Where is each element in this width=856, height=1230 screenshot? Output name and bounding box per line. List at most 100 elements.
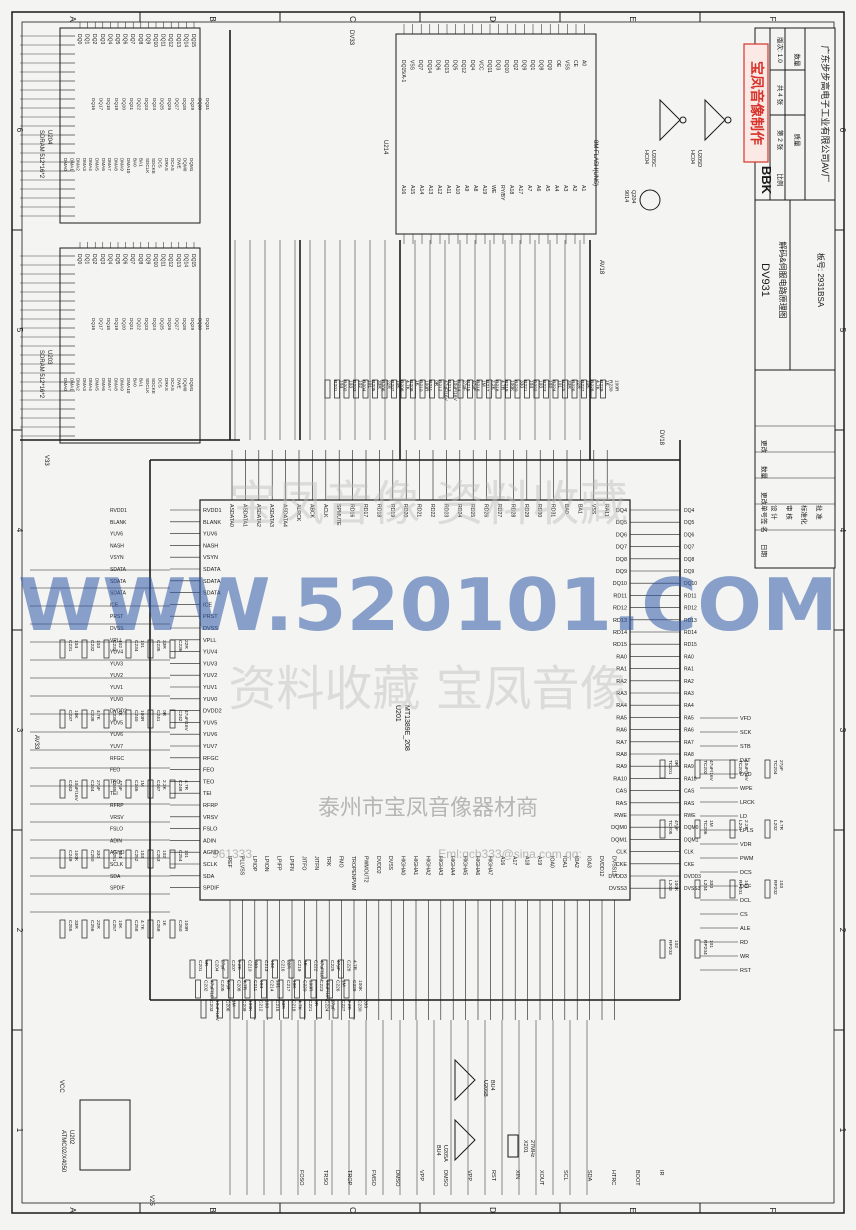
passive-ref: C214 [269, 980, 275, 992]
sdram-addr-label: SDCLK [145, 158, 150, 174]
decoder-right-label: RD12 [613, 606, 627, 612]
flash-data-label: VCC [477, 60, 483, 71]
decoder-right-net: RA4 [684, 703, 694, 709]
decoder-right-label: DQM1 [611, 837, 627, 843]
passive-body [338, 959, 344, 979]
decoder-left-label: TEO [203, 779, 215, 785]
right-net: WR [740, 954, 749, 960]
passive-value: 4.7R [500, 380, 506, 391]
power-label: AV33 [33, 735, 39, 750]
passive-value: 330 [519, 380, 525, 388]
decoder-top-label: BA1 [576, 504, 582, 514]
decoder-left-label: FEO [203, 768, 215, 774]
decoder-top-label: RD31 [550, 504, 556, 517]
passive-body [125, 639, 132, 659]
count-label: 数量 [793, 54, 802, 68]
passive-ref: R212 [437, 380, 443, 392]
sdram-pin-label: DQ14 [182, 34, 188, 47]
sdram-pin-label: DQ7 [129, 254, 135, 265]
decoder-right-label: RA2 [616, 679, 627, 685]
passive-body [590, 379, 597, 399]
decoder-top-label: RD21 [416, 504, 422, 517]
decoder-top-label: RD18 [375, 504, 381, 517]
flash-pin-label: A17 [517, 185, 523, 194]
right-net: LD [740, 814, 747, 820]
flash-data-label: DQ4 [469, 60, 475, 71]
sdram-addr-label: BA0 [132, 378, 137, 387]
passive-value: 102 [269, 960, 275, 968]
passive-body [266, 999, 273, 1019]
right-net: VFD [740, 716, 751, 722]
passive-ref: C218 [291, 1000, 297, 1012]
sdram-addr-label: DQM1 [189, 378, 194, 392]
sdram-pin-label: DQ9 [144, 254, 150, 265]
sdram-addr-label: DRAS [164, 158, 169, 171]
frame-col-label-left: 4 [15, 528, 24, 533]
passive-body [288, 959, 295, 979]
sdram-addr-label: DMA3 [82, 158, 87, 171]
passive-body [659, 819, 666, 839]
bottom-net: IR [658, 1170, 664, 1176]
passive-ref: R208 [399, 380, 405, 392]
decoder-bottom-label: PLLVSS [238, 856, 244, 876]
passive-ref: R213 [446, 380, 452, 392]
passive-body [321, 959, 328, 979]
power-label: VCC [58, 1080, 64, 1093]
passive-body [277, 979, 284, 999]
decoder-right-label: DVSS3 [609, 886, 627, 892]
watermark-line2: 资料收藏 宝凤音像 [228, 661, 627, 717]
passive-value: 102 [117, 640, 123, 648]
passive-value: 10uF/16V [452, 380, 458, 402]
frame-row-label-top: C [348, 16, 357, 22]
passive-body [332, 999, 339, 1019]
sdram-dq-label: DQ21 [129, 318, 134, 330]
passive-value: 104 [528, 380, 534, 388]
decoder-right-label: RAS [616, 801, 628, 807]
decoder-bottom-label: IOA1 [561, 856, 567, 868]
passive-value: 2.2K [346, 1000, 352, 1011]
passive-ref: C202 [203, 980, 209, 992]
sdram-dq-label: DQ30 [197, 98, 202, 110]
decoder-right-label: DQ4 [616, 508, 627, 514]
flash-data-label: DQ11 [486, 60, 492, 73]
decoder-right-net: RA7 [684, 740, 694, 746]
decoder-left-net: FSLO [110, 827, 123, 833]
passive-value: 10uF/16V [324, 980, 330, 1002]
sdram-addr-label: DMA5 [95, 158, 100, 171]
passive-ref: C239 [111, 710, 117, 722]
frame-row-label-bottom: C [348, 1207, 357, 1213]
passive-ref: C219 [296, 960, 302, 972]
decoder-left-net: SCLK [110, 862, 124, 868]
decoder-left-label: SPDIF [203, 886, 220, 892]
passive-body [59, 639, 66, 659]
frame-col-label-right: 1 [838, 1128, 847, 1133]
decoder-left-net: DVDD2 [110, 709, 127, 715]
passive-body [59, 849, 66, 869]
bottom-net: FMSO [370, 1170, 376, 1187]
sdram-dq-label: DQ19 [114, 318, 119, 330]
sdram-dq-label: DQ23 [144, 318, 149, 330]
decoder-left-net: SPDIF [110, 886, 125, 892]
board-no: 板号: 2931BSA [816, 253, 826, 308]
passive-ref: R206 [380, 380, 386, 392]
decoder-top-label: RD16 [349, 504, 355, 517]
decoder-left-label: PRST [203, 614, 218, 620]
total-label: 共 4 张 [776, 85, 785, 106]
passive-body [391, 379, 397, 399]
tb-header: 更改 [760, 440, 769, 454]
transistor-q204: Q204 9014 [623, 189, 661, 211]
sdram-dq-label: DQ26 [167, 318, 172, 330]
passive-value: 27pF [778, 760, 784, 771]
sdram-dq-label: DQ31 [205, 318, 210, 330]
decoder-bottom-label: HIGHA7 [486, 856, 492, 875]
decoder-left-net: YUV3 [110, 661, 123, 667]
opamp-u205a: U205A BU4 [435, 1118, 476, 1162]
passive-value: 1K [302, 960, 308, 967]
sdram-addr-label: DRAS [164, 378, 169, 391]
frame-row-label-top: D [488, 16, 497, 22]
passive-value: 104 [743, 880, 749, 888]
passive-value: 100R [183, 920, 189, 932]
passive-body [729, 759, 736, 779]
